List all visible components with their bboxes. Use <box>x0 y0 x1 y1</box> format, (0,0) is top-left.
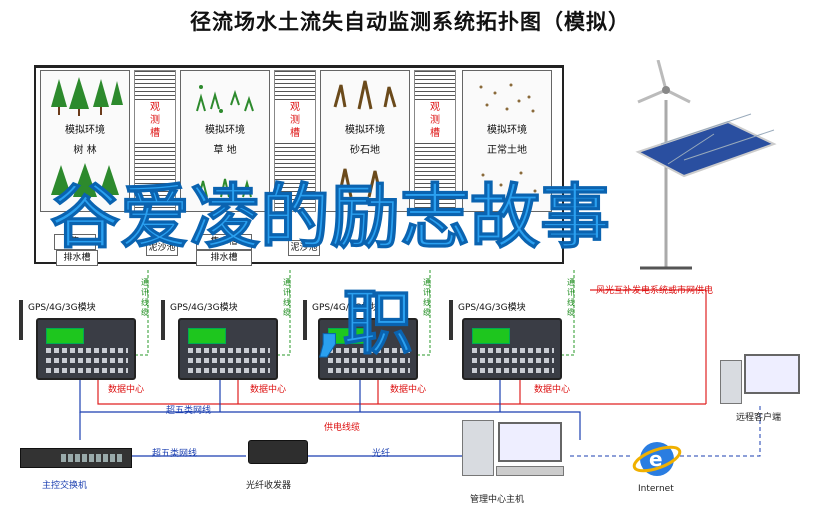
data-center-label: 数据中心 <box>390 385 427 395</box>
panel-gravel: 模拟环境 砂石地 <box>320 70 410 212</box>
observation-trough-3: 观测槽 <box>414 70 456 212</box>
internet-explorer-icon: e <box>632 442 682 476</box>
switch-icon <box>20 448 132 468</box>
panel-sublabel: 正常土地 <box>487 145 527 156</box>
data-logger-4 <box>462 318 562 380</box>
trough-label: 观测槽 <box>135 101 175 140</box>
antenna-icon <box>303 300 307 340</box>
gps-label: GPS/4G/3G模块 <box>170 303 238 313</box>
comm-cable-label: 通讯线缆 <box>141 278 149 317</box>
cat5e-label: 超五类网线 <box>152 449 198 459</box>
panel-label: 模拟环境 <box>65 125 105 136</box>
overlay-subline: ,职 <box>316 282 414 365</box>
power-cable-label: 供电线缆 <box>324 423 361 433</box>
power-supply-label: 风光互补发电系统或市网供电 <box>596 286 714 296</box>
remote-client-icon <box>720 354 800 404</box>
sediment-pool: 泥沙池 <box>146 240 178 256</box>
client-label: 远程客户端 <box>736 413 782 423</box>
cat5e-label: 超五类网线 <box>166 406 212 416</box>
panel-soil: 模拟环境 正常土地 <box>462 70 552 212</box>
collection-tank: 集水槽 <box>196 234 252 250</box>
fiber-label: 光纤 <box>372 449 391 459</box>
transceiver-label: 光纤收发器 <box>246 481 292 491</box>
switch-label: 主控交换机 <box>42 481 88 491</box>
sediment-pool: 泥沙池 <box>288 240 320 256</box>
antenna-icon <box>449 300 453 340</box>
panel-sublabel: 草 地 <box>213 145 237 156</box>
comm-cable-label: 通讯线缆 <box>567 278 575 317</box>
svg-text:e: e <box>649 447 663 471</box>
wind-turbine-icon <box>635 60 777 178</box>
panel-label: 模拟环境 <box>345 125 385 136</box>
comm-cable-label: 通讯线缆 <box>283 278 291 317</box>
data-center-label: 数据中心 <box>108 385 145 395</box>
panel-sublabel: 砂石地 <box>350 145 380 156</box>
host-computer-icon <box>462 420 564 476</box>
antenna-icon <box>19 300 23 340</box>
observation-trough-2: 观测槽 <box>274 70 316 212</box>
trough-label: 观测槽 <box>415 101 455 140</box>
internet-label: Internet <box>638 484 674 494</box>
data-logger-3 <box>318 318 418 380</box>
tree-icon <box>51 163 119 197</box>
soil-icon <box>481 171 537 193</box>
panel-grass: 模拟环境 草 地 <box>180 70 270 212</box>
data-logger-2 <box>178 318 278 380</box>
comm-cable-label: 通讯线缆 <box>423 278 431 317</box>
panel-forest: 模拟环境 树 林 <box>40 70 130 212</box>
gravel-icon <box>337 168 383 198</box>
gravel-icon <box>333 80 397 110</box>
gps-label: GPS/4G/3G模块 <box>458 303 526 313</box>
drain-trough: 排水槽 <box>56 250 98 266</box>
overlay-headline: 谷爱凌的励志故事 <box>50 176 611 259</box>
observation-trough-1: 观测槽 <box>134 70 176 212</box>
panel-label: 模拟环境 <box>487 125 527 136</box>
trough-label: 观测槽 <box>275 101 315 140</box>
data-logger-1 <box>36 318 136 380</box>
collection-tank: 集 <box>54 234 96 250</box>
fiber-transceiver-icon <box>248 440 308 464</box>
tree-icon <box>51 77 123 116</box>
gps-label: GPS/4G/3G模块 <box>28 303 96 313</box>
grass-icon <box>198 178 252 198</box>
grass-icon <box>196 85 254 113</box>
panel-label: 模拟环境 <box>205 125 245 136</box>
gps-label: GPS/4G/3G模块 <box>312 303 380 313</box>
host-label: 管理中心主机 <box>470 495 525 505</box>
panel-sublabel: 树 林 <box>73 145 97 156</box>
soil-icon <box>479 83 535 113</box>
data-center-label: 数据中心 <box>250 385 287 395</box>
data-center-label: 数据中心 <box>534 385 571 395</box>
drain-trough: 排水槽 <box>196 250 252 266</box>
diagram-title: 径流场水土流失自动监测系统拓扑图（模拟） <box>190 9 630 34</box>
antenna-icon <box>161 300 165 340</box>
network-line <box>79 370 581 440</box>
